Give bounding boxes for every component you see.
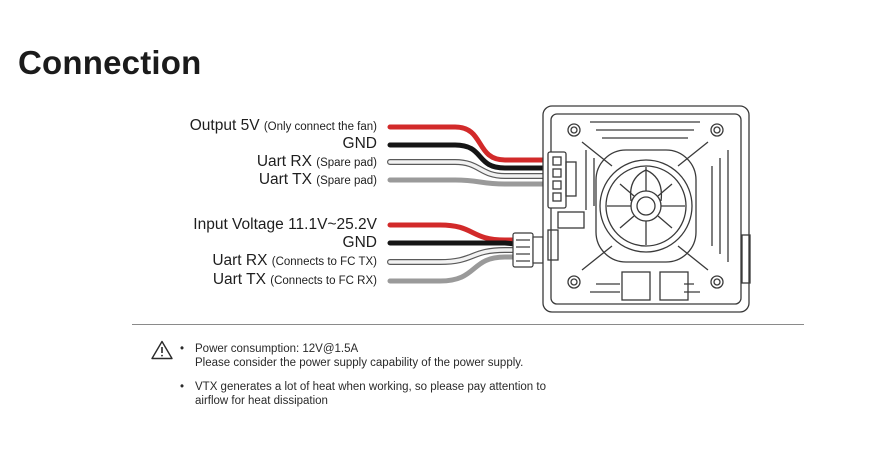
wire-input-voltage [387,222,518,243]
section-divider [132,324,804,325]
note-heat-dissipation: • VTX generates a lot of heat when worki… [180,381,546,407]
wire-gnd-bottom [387,240,518,247]
label-gnd-top: GND [342,135,377,152]
wire-uart-tx-top [387,177,551,187]
label-output-5v: Output 5V (Only connect the fan) [189,117,377,134]
label-uart-rx-top: Uart RX (Spare pad) [256,153,377,170]
label-input-voltage: Input Voltage 11.1V~25.2V [193,216,377,233]
wire-gnd-top [387,142,551,171]
label-uart-tx-top: Uart TX (Spare pad) [258,171,377,188]
warning-triangle-icon [151,340,173,360]
wire-output-5v [387,124,551,163]
plug-connector [512,232,544,268]
label-uart-tx-bottom: Uart TX (Connects to FC RX) [212,271,377,288]
fan-icon [599,159,693,253]
label-gnd-bottom: GND [342,234,377,251]
label-uart-rx-bottom: Uart RX (Connects to FC TX) [212,252,377,269]
page-title: Connection [18,44,202,81]
note-power-consumption: • Power consumption: 12V@1.5A Please con… [180,343,524,369]
wire-uart-tx-bottom [387,254,518,284]
